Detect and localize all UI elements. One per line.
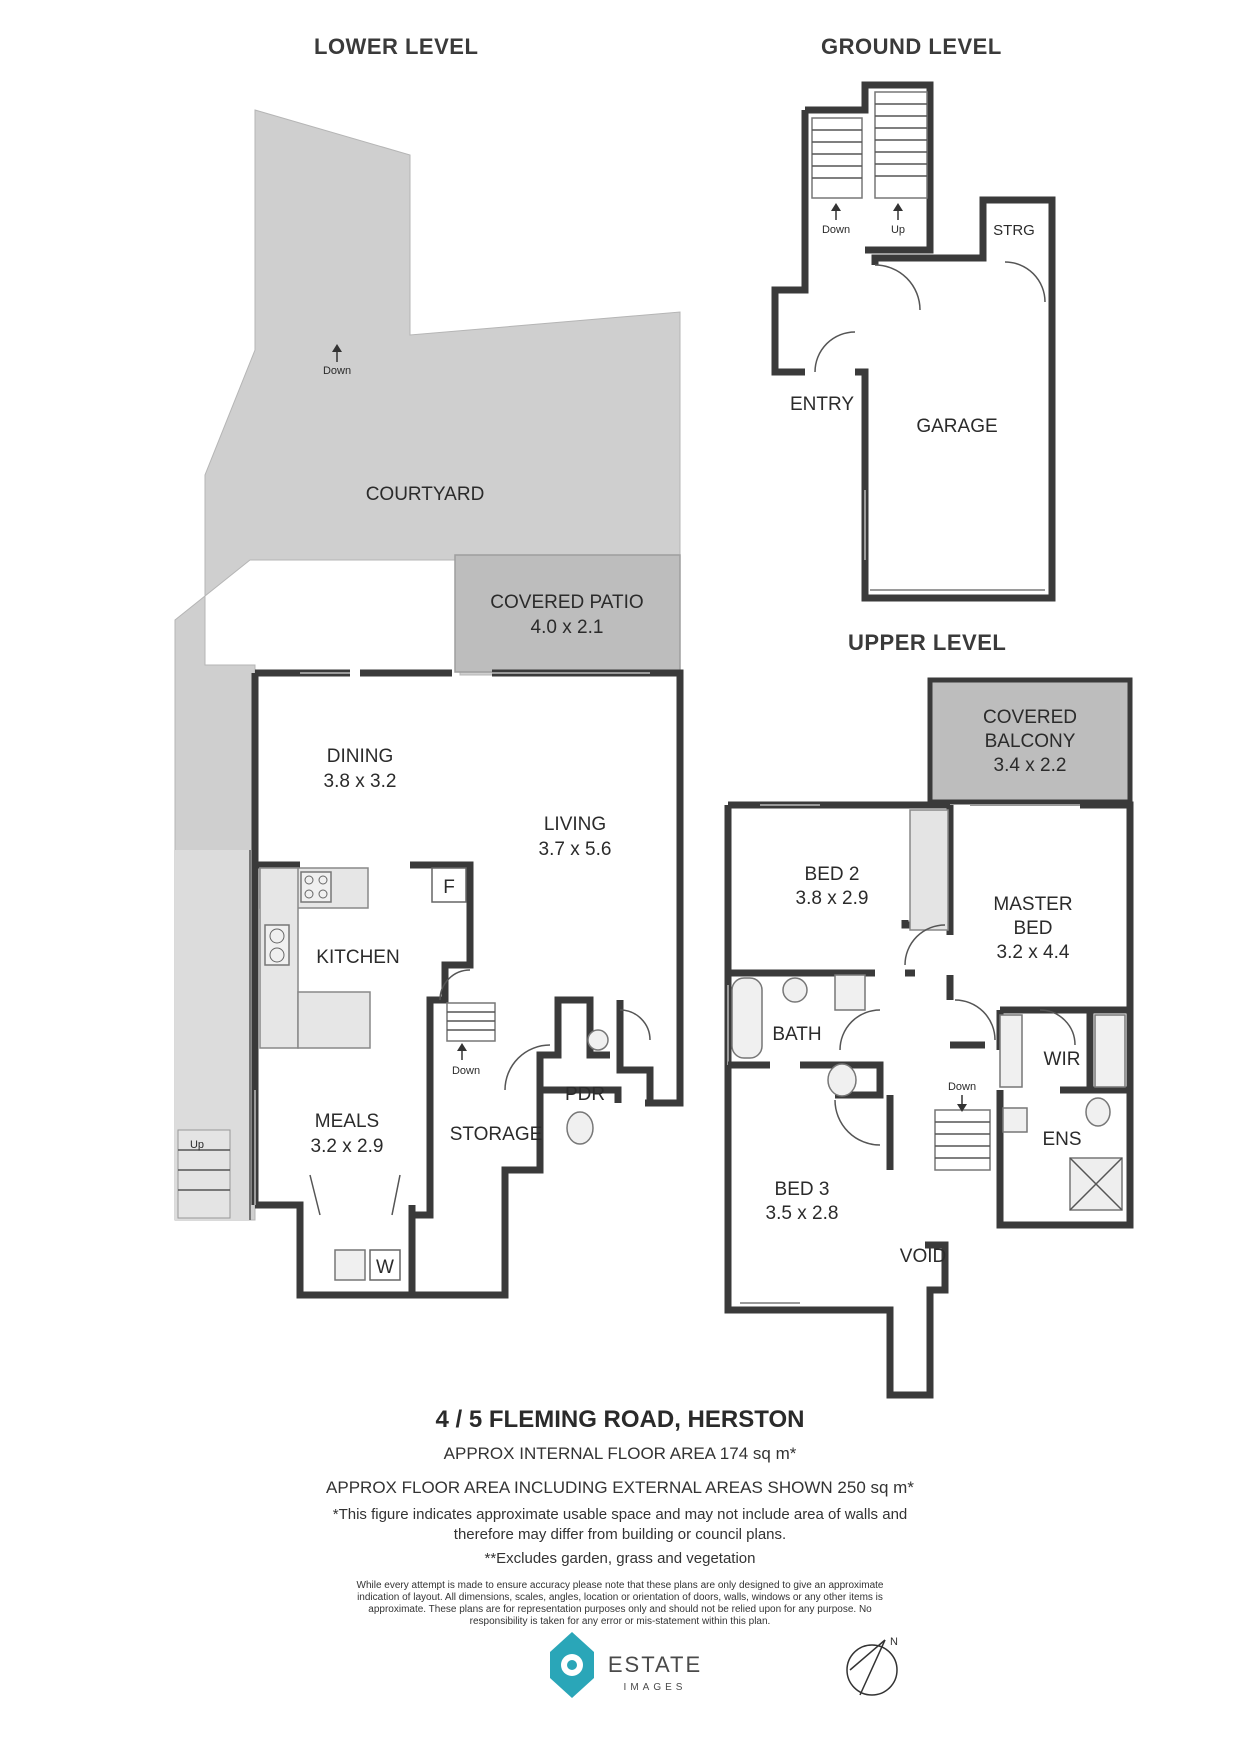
ground-down-label: Down	[822, 224, 850, 236]
area-note-line-2: therefore may differ from building or co…	[453, 1526, 787, 1543]
master-bed-label-1: MASTER	[993, 894, 1072, 915]
covered-balcony-dim: 3.4 x 2.2	[994, 755, 1067, 776]
covered-balcony-area	[927, 677, 1133, 805]
disclaimer-line-1: While every attempt is made to ensure ac…	[356, 1580, 884, 1591]
lower-level-heading: LOWER LEVEL	[314, 34, 479, 59]
ground-level-heading: GROUND LEVEL	[821, 34, 1002, 59]
exclusion-note: **Excludes garden, grass and vegetation	[484, 1550, 756, 1567]
entry-label: ENTRY	[790, 394, 854, 415]
courtyard-stairs	[177, 1129, 231, 1219]
ground-up-label: Up	[891, 224, 905, 236]
internal-floor-area: APPROX INTERNAL FLOOR AREA 174 sq m*	[443, 1444, 797, 1463]
courtyard-down-arrow	[332, 344, 342, 362]
pdr-label: PDR	[565, 1084, 605, 1105]
courtyard-stairs-label: Up	[190, 1139, 204, 1151]
ground-stairs	[811, 91, 928, 199]
bath-label: BATH	[772, 1024, 821, 1045]
upper-down-label: Down	[948, 1081, 976, 1093]
upper-level-heading: UPPER LEVEL	[848, 630, 1007, 655]
laundry-label: W	[376, 1257, 394, 1278]
bed2-dim: 3.8 x 2.9	[796, 888, 869, 909]
master-bed-dim: 3.2 x 4.4	[997, 942, 1070, 963]
total-floor-area: APPROX FLOOR AREA INCLUDING EXTERNAL ARE…	[326, 1478, 914, 1497]
storage-down-label: Down	[452, 1065, 480, 1077]
dining-label: DINING	[327, 746, 394, 767]
upper-level: Down COVERED BALCONY 3.4 x 2.2 BED 2 3.8…	[724, 677, 1134, 1399]
covered-patio-area	[454, 554, 681, 673]
wir-label: WIR	[1044, 1049, 1081, 1070]
lower-level: Up	[174, 109, 684, 1299]
courtyard-down-label: Down	[323, 365, 351, 377]
logo-name: ESTATE	[608, 1652, 702, 1677]
logo-sub: IMAGES	[624, 1682, 687, 1693]
fridge-label: F	[443, 877, 455, 898]
compass-north-label: N	[890, 1636, 898, 1648]
disclaimer-line-4: responsibility is taken for any error or…	[469, 1616, 771, 1627]
living-label: LIVING	[544, 814, 606, 835]
dining-dim: 3.8 x 3.2	[324, 771, 397, 792]
north-compass: N	[846, 1636, 898, 1696]
covered-balcony-label-2: BALCONY	[985, 731, 1076, 752]
disclaimer-line-2: indication of layout. All dimensions, sc…	[357, 1592, 883, 1603]
estate-images-logo: ESTATE IMAGES	[550, 1632, 702, 1698]
courtyard-area	[174, 109, 681, 1221]
ground-up-arrow	[893, 203, 903, 220]
disclaimer-line-3: approximate. These plans are for represe…	[368, 1604, 872, 1615]
fridge-box	[431, 867, 467, 903]
laundry-fixtures	[334, 1249, 401, 1281]
courtyard-label: COURTYARD	[366, 484, 485, 505]
bed3-dim: 3.5 x 2.8	[766, 1203, 839, 1224]
bed2-label: BED 2	[805, 864, 860, 885]
bed3-label: BED 3	[775, 1179, 830, 1200]
covered-patio-label: COVERED PATIO	[490, 592, 643, 613]
kitchen-label: KITCHEN	[316, 947, 399, 968]
area-note-line-1: *This figure indicates approximate usabl…	[332, 1506, 908, 1523]
meals-dim: 3.2 x 2.9	[311, 1136, 384, 1157]
disclaimer: While every attempt is made to ensure ac…	[0, 1580, 1240, 1628]
bed2-wardrobe	[909, 809, 949, 931]
master-bed-label-2: BED	[1013, 918, 1052, 939]
ens-label: ENS	[1042, 1129, 1081, 1150]
living-dim: 3.7 x 5.6	[539, 839, 612, 860]
property-address: 4 / 5 FLEMING ROAD, HERSTON	[435, 1406, 805, 1433]
storage-label: STORAGE	[450, 1124, 543, 1145]
ens-fixtures	[999, 1014, 1126, 1211]
upper-down-arrow	[957, 1095, 967, 1112]
bath-fixtures	[731, 974, 866, 1097]
storage-down-arrow	[457, 1043, 467, 1060]
area-note: *This figure indicates approximate usabl…	[0, 1505, 1240, 1545]
void-label: VOID	[900, 1246, 946, 1267]
kitchen-benches	[259, 867, 371, 1049]
lower-internal-stairs	[446, 1002, 496, 1042]
ground-down-arrow	[831, 203, 841, 220]
covered-patio-dim: 4.0 x 2.1	[531, 617, 604, 638]
meals-label: MEALS	[315, 1111, 379, 1132]
strg-label: STRG	[993, 222, 1035, 239]
covered-balcony-label-1: COVERED	[983, 707, 1077, 728]
ground-level: Down Up ENTRY GARAGE STRG	[771, 81, 1056, 602]
garage-label: GARAGE	[916, 416, 997, 437]
upper-stairs	[934, 1109, 991, 1171]
